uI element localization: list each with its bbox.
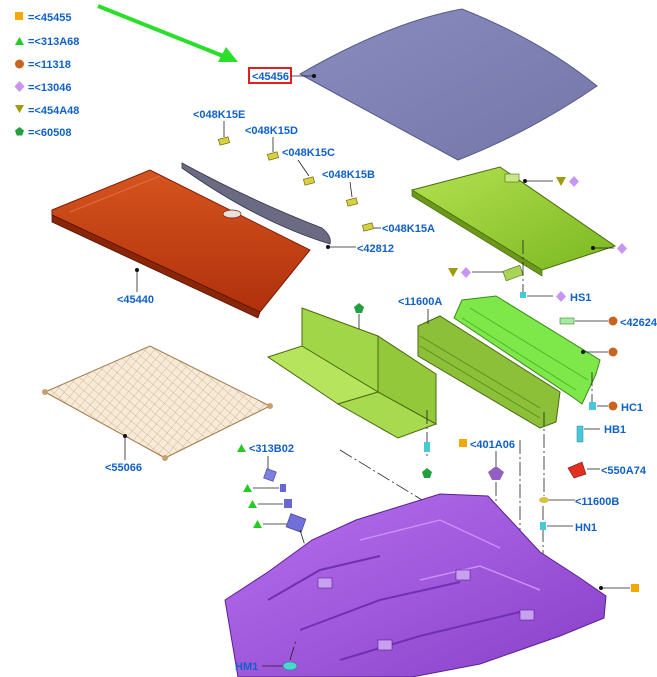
callout-label: <048K15D [245, 125, 298, 137]
callout-11600b[interactable]: <11600B [539, 412, 619, 508]
trim-strip[interactable] [181, 162, 331, 245]
brace-42624[interactable] [453, 295, 601, 405]
rear-shelf-panel[interactable] [410, 166, 617, 282]
callout-label: <55066 [105, 462, 142, 474]
callout-label: <048K15C [282, 147, 335, 159]
callout-55066[interactable]: <55066 [105, 434, 142, 474]
callout-label: HC1 [621, 402, 643, 414]
triangle-symbol-icon [15, 37, 24, 45]
cross-member-11600a[interactable] [417, 315, 561, 429]
callout-label: <45440 [117, 294, 154, 306]
callout-45440[interactable]: <45440 [117, 268, 154, 306]
legend-text: =<13046 [28, 82, 71, 94]
cargo-cover[interactable] [51, 169, 311, 319]
diamond-symbol-icon [556, 291, 566, 302]
triangle-symbol-icon [253, 520, 262, 528]
legend-item-circle: =<11318 [15, 59, 71, 71]
shelf-fastener-callout-bottom [448, 267, 503, 278]
load-floor-panel[interactable] [298, 8, 598, 161]
callout-hb1[interactable]: HB1 [576, 424, 626, 443]
shelf-fastener-callout-top [523, 176, 579, 187]
diamond-symbol-icon [569, 176, 579, 187]
callout-label: <45456 [252, 71, 289, 83]
brace-circle-callout [581, 347, 618, 357]
floor-pan[interactable] [224, 493, 607, 677]
legend-item-diamond: =<13046 [14, 81, 71, 94]
square-symbol-icon [459, 439, 467, 447]
legend-text: =<454A48 [28, 105, 79, 117]
callout-42812[interactable]: <42812 [326, 243, 394, 255]
legend-text: =<60508 [28, 127, 71, 139]
seat-back-tray[interactable] [266, 307, 438, 439]
diamond-symbol-icon [617, 243, 627, 254]
diamond-symbol-icon [14, 81, 25, 92]
callout-label: <048K15A [382, 223, 435, 235]
legend-item-square: =<45455 [15, 12, 71, 24]
square-symbol-icon [15, 12, 23, 20]
callout-048k15d[interactable]: <048K15D [245, 125, 298, 152]
legend-text: =<11318 [28, 59, 71, 71]
callout-label: <11600B [575, 496, 619, 508]
triangle-down-symbol-icon [448, 268, 458, 277]
highlight-box [248, 67, 292, 84]
floor-square-callout [599, 584, 639, 592]
callout-401a06[interactable]: <401A06 [459, 439, 515, 530]
callout-550a74[interactable]: <550A74 [567, 461, 647, 479]
triangle-down-symbol-icon [15, 105, 24, 113]
callout-45456[interactable]: <45456 [248, 67, 316, 84]
legend: =<45455 =<313A68 =<11318 =<13046 =<454A4… [14, 12, 79, 139]
triangle-symbol-icon [243, 484, 252, 492]
clip-parts [217, 136, 375, 232]
callout-label: <048K15E [193, 109, 245, 121]
callout-hm1[interactable]: HM1 [235, 639, 298, 673]
pentagon-symbol-icon [422, 468, 432, 478]
callout-048k15a[interactable]: <048K15A [374, 223, 435, 235]
pentagon-symbol-icon [354, 303, 364, 313]
callout-label: <42624 [620, 317, 657, 329]
tray-pentagon-callout [354, 303, 364, 329]
callout-hs1[interactable]: HS1 [520, 240, 591, 304]
callout-label: <550A74 [601, 465, 647, 477]
callout-048k15b[interactable]: <048K15B [322, 169, 375, 198]
circle-symbol-icon [608, 316, 618, 326]
legend-item-triangle-down: =<454A48 [15, 105, 79, 117]
callout-048k15c[interactable]: <048K15C [282, 147, 335, 177]
circle-symbol-icon [608, 347, 618, 357]
circle-symbol-icon [608, 401, 618, 411]
callout-label: HN1 [575, 522, 597, 534]
green-arrow-icon [97, 4, 238, 62]
legend-item-pentagon: =<60508 [15, 127, 71, 139]
legend-text: =<313A68 [28, 36, 79, 48]
callout-label: HM1 [235, 661, 258, 673]
callout-label: <11600A [398, 296, 442, 308]
triangle-symbol-icon [248, 500, 257, 508]
square-symbol-icon [631, 584, 639, 592]
circle-symbol-icon [15, 59, 24, 69]
callout-hc1[interactable]: HC1 [589, 372, 643, 414]
fastener-triangle-callouts [243, 484, 307, 533]
callout-label: HB1 [604, 424, 626, 436]
legend-item-triangle: =<313A68 [15, 36, 79, 48]
cargo-net[interactable] [42, 345, 273, 461]
pentagon-symbol-icon [15, 127, 24, 136]
callout-label: <401A06 [470, 439, 515, 451]
triangle-down-symbol-icon [556, 177, 566, 186]
tray-pentagon-callout-lower [422, 410, 432, 478]
callout-11600a[interactable]: <11600A [398, 296, 442, 324]
callout-label: HS1 [570, 292, 591, 304]
callout-label: <313B02 [249, 443, 294, 455]
legend-text: =<45455 [28, 12, 71, 24]
callout-048k15e[interactable]: <048K15E [193, 109, 245, 137]
callout-42624[interactable]: <42624 [559, 316, 657, 330]
callout-label: <42812 [357, 243, 394, 255]
shelf-callout-right [591, 243, 627, 254]
callout-313b02[interactable]: <313B02 [237, 443, 294, 482]
triangle-symbol-icon [237, 444, 246, 452]
callout-label: <048K15B [322, 169, 375, 181]
diamond-symbol-icon [461, 267, 471, 278]
